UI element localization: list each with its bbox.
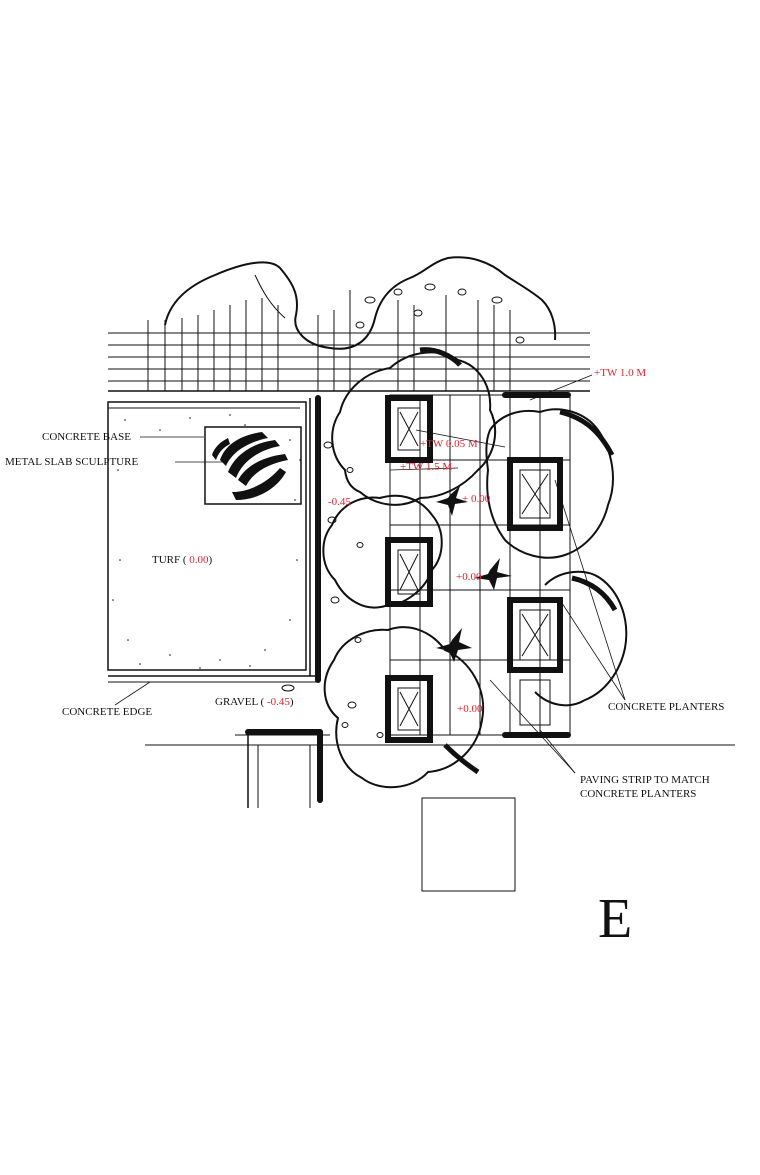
level-gravel-minus-045: -0.45 bbox=[328, 496, 351, 508]
tree-canopy-left-middle bbox=[322, 494, 443, 609]
label-metal-slab-sculpture: METAL SLAB SCULPTURE bbox=[5, 456, 138, 468]
level-paving-bottom: +0.00 bbox=[457, 703, 483, 715]
planter-left-2 bbox=[385, 537, 433, 607]
planter-left-1 bbox=[385, 395, 433, 463]
tree-canopy-right-upper bbox=[485, 408, 615, 559]
planter-right-1 bbox=[507, 457, 563, 531]
entrance-path bbox=[421, 797, 516, 892]
level-paving-mid: +0.00 bbox=[456, 571, 482, 583]
level-tw-1-0: +TW 1.0 M bbox=[594, 367, 646, 379]
metal-slab-sculpture bbox=[212, 432, 288, 500]
gravel-pebbles bbox=[281, 441, 384, 738]
tree-canopy-left-upper bbox=[331, 347, 497, 506]
label-turf: TURF ( 0.00) bbox=[152, 554, 213, 566]
leader-lines bbox=[114, 374, 626, 774]
shrub-star-2 bbox=[474, 558, 512, 590]
label-concrete-planters: CONCRETE PLANTERS bbox=[608, 701, 724, 713]
shrub-star-1 bbox=[436, 486, 468, 516]
gravel-wall bbox=[145, 395, 735, 808]
gravel-level-value: -0.45 bbox=[267, 696, 290, 708]
tree-canopy-left-lower bbox=[323, 626, 485, 789]
label-concrete-base: CONCRETE BASE bbox=[42, 431, 131, 443]
level-tw-0-05: +TW 0.05 M bbox=[420, 438, 478, 450]
sculpture-base bbox=[204, 426, 302, 505]
planter-right-strips bbox=[502, 392, 571, 738]
upper-planting-outline bbox=[164, 256, 557, 350]
label-paving-strip-line2: CONCRETE PLANTERS bbox=[580, 788, 696, 800]
label-concrete-edge: CONCRETE EDGE bbox=[62, 706, 152, 718]
planter-right-2 bbox=[507, 597, 563, 673]
level-tw-1-5: +TW 1.5 M bbox=[400, 461, 452, 473]
shrub-star-3 bbox=[436, 628, 472, 662]
planter-left-3 bbox=[385, 675, 433, 743]
tree-canopy-right-lower bbox=[534, 570, 628, 707]
label-paving-strip-line1: PAVING STRIP TO MATCH bbox=[580, 774, 710, 786]
grid-band bbox=[108, 290, 590, 392]
level-paving-top: + 0.00 bbox=[462, 493, 491, 505]
label-gravel: GRAVEL ( -0.45) bbox=[215, 696, 294, 708]
turf-level-value: 0.00 bbox=[189, 554, 209, 566]
sheet-letter: E bbox=[598, 888, 632, 950]
paving-grid bbox=[389, 394, 571, 736]
turf-area bbox=[107, 401, 318, 683]
